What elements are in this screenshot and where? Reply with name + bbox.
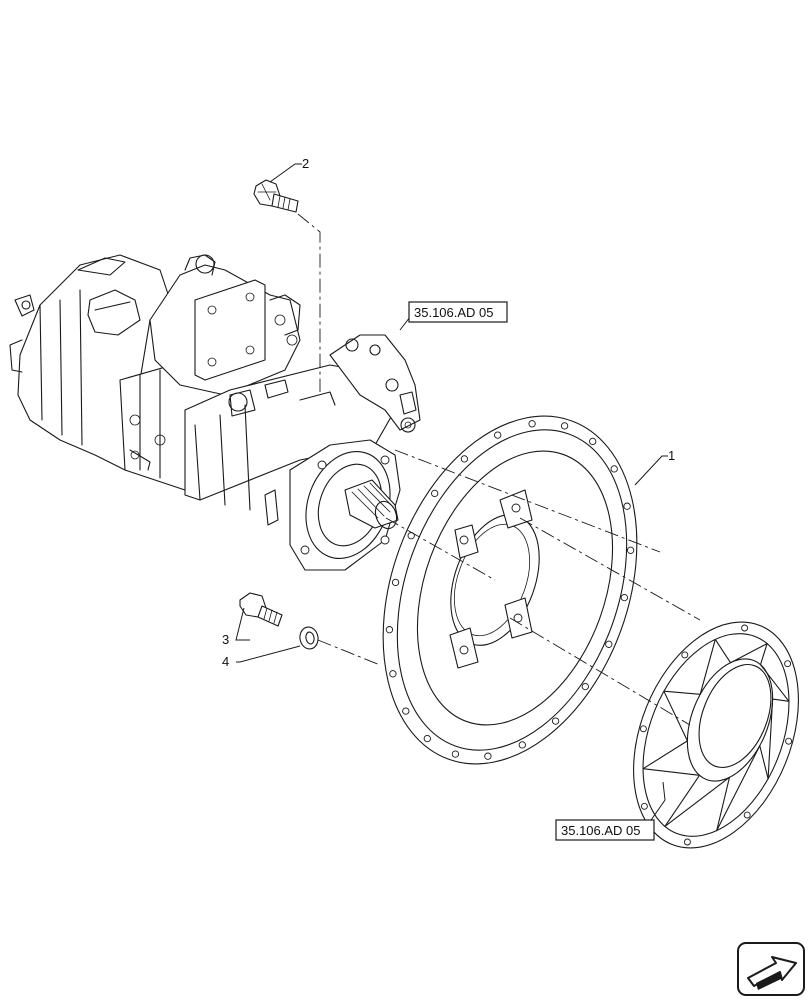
alignment-lines xyxy=(297,213,701,726)
flywheel-housing xyxy=(382,415,638,765)
mounting-hole xyxy=(560,422,569,430)
plate-hole xyxy=(785,737,793,745)
mounting-hole xyxy=(385,626,394,634)
mounting-hole xyxy=(626,546,635,554)
plate-hole xyxy=(741,624,749,632)
mounting-hole xyxy=(484,752,492,760)
bolt-part-3 xyxy=(239,592,283,627)
mounting-hole xyxy=(402,707,410,715)
next-page-arrow-icon[interactable] xyxy=(737,942,805,996)
plate-spoke xyxy=(642,690,688,770)
plate-spoke xyxy=(767,698,790,780)
callouts: 2 1 3 4 35.106.AD 05 35.106.AD 05 xyxy=(222,156,675,841)
mounting-hole xyxy=(494,431,502,439)
callout-3: 3 xyxy=(222,632,229,647)
mounting-hole xyxy=(389,670,397,678)
mounting-hole xyxy=(620,593,629,602)
mounting-hole xyxy=(605,640,613,648)
plate-spoke xyxy=(664,776,731,832)
mounting-hole xyxy=(623,502,631,510)
plate-spoke xyxy=(663,638,716,695)
callout-2: 2 xyxy=(302,156,309,171)
mounting-hole xyxy=(610,465,618,473)
washer-part-4 xyxy=(299,626,319,650)
mounting-hole xyxy=(551,717,560,725)
mounting-hole xyxy=(589,437,597,446)
mounting-hole xyxy=(528,420,536,428)
mounting-hole xyxy=(423,734,431,743)
plate-spoke xyxy=(759,643,790,702)
mounting-hole xyxy=(518,741,526,749)
mounting-hole xyxy=(581,682,589,691)
mounting-hole xyxy=(451,750,460,758)
plate-spoke xyxy=(642,768,701,827)
plate-spoke xyxy=(716,745,769,832)
callout-1: 1 xyxy=(668,448,675,463)
ref-label-lower: 35.106.AD 05 xyxy=(561,823,641,838)
mounting-hole xyxy=(391,578,400,587)
plate-hole xyxy=(784,660,792,668)
callout-4: 4 xyxy=(222,654,229,669)
plate-hole xyxy=(743,811,751,819)
plate-hole xyxy=(639,725,647,733)
plate-hole xyxy=(640,802,648,810)
hydraulic-pump-assembly xyxy=(9,254,421,571)
mounting-hole xyxy=(431,489,439,498)
mounting-hole xyxy=(460,455,469,463)
plate-spoke xyxy=(714,638,768,664)
ref-label-upper: 35.106.AD 05 xyxy=(414,305,494,320)
bolt-part-2 xyxy=(253,179,299,213)
plate-hole xyxy=(681,651,689,659)
coupling-plate xyxy=(633,621,799,849)
plate-hole xyxy=(683,838,691,846)
